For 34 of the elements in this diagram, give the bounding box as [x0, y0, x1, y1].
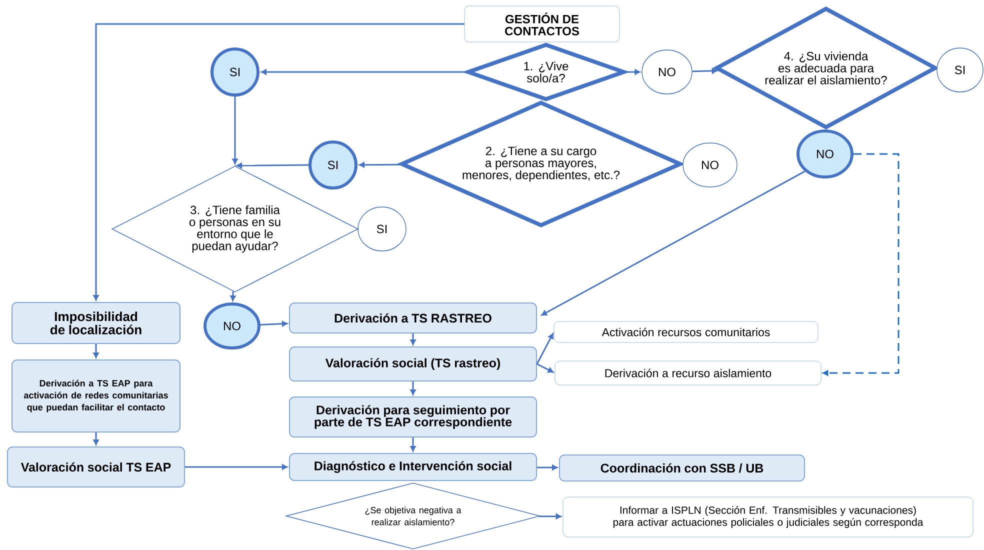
arrow — [539, 514, 562, 520]
arrow — [230, 291, 236, 301]
process-box: Derivación a TS EAP para activación de redes comunitarias que puedan facilitar el contacto — [12, 360, 180, 432]
arrow — [536, 333, 554, 364]
arrow — [93, 344, 99, 358]
arrow — [93, 432, 99, 445]
arrow — [626, 69, 640, 75]
process-box: Informar a ISPLN (Sección Enf. Transmisibles y vacunaciones) para activar actuaciones policiales o judiciales según corresponda — [562, 496, 974, 538]
arrow — [410, 382, 416, 395]
arrow — [232, 96, 238, 164]
process-box: Derivación para seguimiento por parte de TS EAP correspondiente — [289, 396, 537, 438]
arrow — [410, 438, 416, 452]
process-box: Derivación a TS RASTREO — [289, 302, 537, 334]
process-box: GESTIÓN DE CONTACTOS — [464, 6, 620, 42]
arrow — [537, 464, 558, 470]
process-box: Valoración social (TS rastreo) — [289, 346, 537, 382]
process-box: Derivación a recurso aislamiento — [554, 360, 822, 386]
arrow — [359, 162, 400, 168]
arrow — [692, 68, 718, 74]
arrow — [410, 334, 416, 345]
process-box: Valoración social TS EAP — [7, 446, 185, 488]
arrow — [185, 464, 288, 470]
process-box: Activación recursos comunitarios — [554, 321, 818, 343]
process-box: Diagnóstico e Intervención social — [289, 453, 537, 481]
arrow — [236, 162, 309, 168]
arrow — [536, 363, 554, 373]
process-box: Imposibilidad de localización — [12, 302, 180, 344]
arrow — [541, 170, 806, 316]
node-label: SI — [954, 66, 965, 74]
arrow — [261, 69, 466, 75]
arrow — [260, 321, 288, 327]
arrow — [93, 23, 464, 300]
process-box: Coordinación con SSB / UB — [559, 454, 805, 482]
arrow — [822, 153, 900, 376]
